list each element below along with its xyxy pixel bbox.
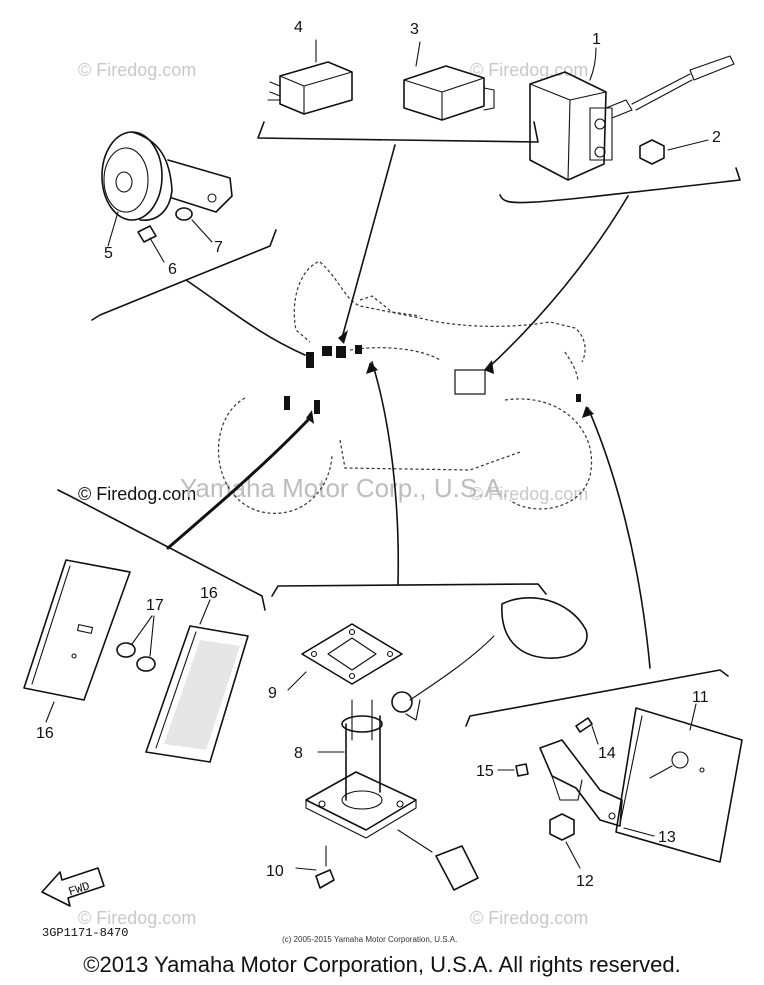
reflector-16-left <box>23 559 131 723</box>
fuel-sender-8 <box>305 597 588 891</box>
relay-3 <box>403 41 495 121</box>
footer-copyright: ©2013 Yamaha Motor Corporation, U.S.A. A… <box>83 952 681 977</box>
washer-7 <box>175 207 213 243</box>
label-part-17: 17 <box>146 597 164 614</box>
label-part-11: 11 <box>692 689 709 706</box>
bolt-6 <box>137 225 165 263</box>
horn-5 <box>101 131 233 247</box>
motorcycle-outline <box>217 261 593 514</box>
label-part-14: 14 <box>598 745 616 762</box>
screw-10 <box>295 845 335 889</box>
watermark-top-right: © Firedog.com <box>470 60 588 80</box>
fwd-label: FWD <box>67 879 92 899</box>
watermark-top-left: © Firedog.com <box>78 60 196 80</box>
label-part-8: 8 <box>294 745 303 762</box>
diagram-code: 3GP1171-8470 <box>42 926 128 940</box>
screw-15 <box>497 763 529 777</box>
label-part-6: 6 <box>168 261 177 278</box>
nut-12 <box>549 813 581 869</box>
watermark-mid-right: © Firedog.com <box>470 484 588 504</box>
sensor-1 <box>529 47 735 181</box>
group-frames <box>57 121 741 727</box>
watermark-bottom-right: © Firedog.com <box>470 908 588 928</box>
label-part-16-left: 16 <box>36 725 54 742</box>
small-copyright: (c) 2005-2015 Yamaha Motor Corporation, … <box>282 935 457 944</box>
label-part-3: 3 <box>410 21 419 38</box>
label-part-7: 7 <box>214 239 223 256</box>
label-part-10: 10 <box>266 863 284 880</box>
gasket-9 <box>287 623 403 691</box>
label-part-4: 4 <box>294 19 303 36</box>
nut-17 <box>116 615 156 672</box>
label-part-13: 13 <box>658 829 676 846</box>
part-labels: 1 2 3 4 5 6 7 8 9 10 11 12 13 14 15 16 1… <box>36 19 721 890</box>
bracket-13 <box>539 739 655 837</box>
flasher-11 <box>615 703 743 863</box>
screw-14 <box>575 717 599 745</box>
watermark-bottom-left: © Firedog.com <box>78 908 196 928</box>
nut-2 <box>639 139 709 165</box>
label-part-12: 12 <box>576 873 594 890</box>
label-part-9: 9 <box>268 685 277 702</box>
label-part-5: 5 <box>104 245 113 262</box>
label-part-15: 15 <box>476 763 494 780</box>
leader-lines <box>166 144 651 669</box>
watermark-mid-left: © Firedog.com <box>78 484 196 504</box>
label-part-2: 2 <box>712 129 721 146</box>
label-part-16-right: 16 <box>200 585 218 602</box>
reflector-16-right <box>145 599 249 763</box>
fwd-arrow-icon: FWD <box>41 867 105 907</box>
label-part-1: 1 <box>592 31 601 48</box>
relay-4 <box>267 39 353 115</box>
location-markers <box>284 345 581 414</box>
